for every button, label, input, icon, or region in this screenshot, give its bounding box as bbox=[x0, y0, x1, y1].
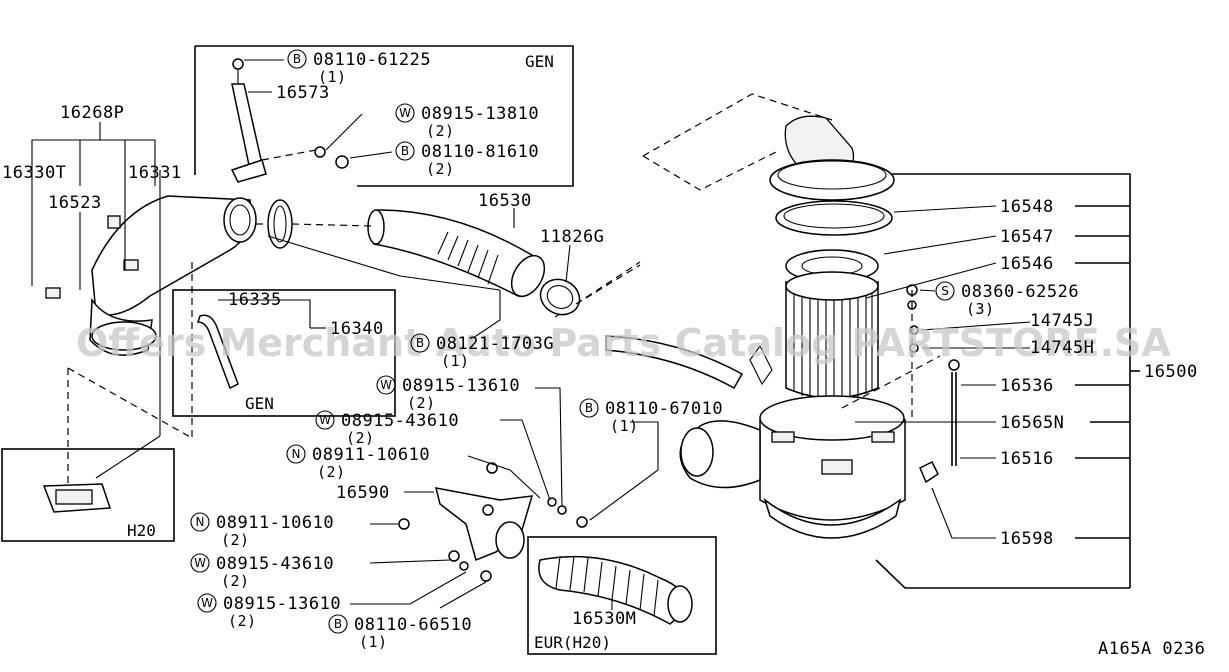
label-16500: 16500 bbox=[1144, 362, 1198, 382]
fastener-qty: (3) bbox=[966, 300, 995, 318]
fastener-number: 08110-81610 bbox=[421, 142, 539, 162]
left-leaders bbox=[31, 122, 571, 341]
eur-h20-box bbox=[527, 536, 717, 655]
fastener-f4: B 08121-1703G (1) bbox=[410, 333, 554, 370]
fastener-number: 08911-10610 bbox=[216, 513, 334, 533]
fastener-prefix: W bbox=[319, 413, 331, 427]
gen-inset-label: GEN bbox=[245, 394, 274, 413]
label-16530M: 16530M bbox=[572, 609, 636, 629]
label-16530: 16530 bbox=[478, 191, 532, 211]
fastener-f3: B 08110-81610 (2) bbox=[395, 141, 539, 178]
fastener-f11: W 08915-13610 (2) bbox=[197, 593, 341, 630]
label-16523: 16523 bbox=[48, 193, 102, 213]
fastener-prefix: W bbox=[399, 106, 411, 120]
fastener-number: 08911-10610 bbox=[312, 445, 430, 465]
fastener-number: 08915-13610 bbox=[402, 376, 520, 396]
fastener-number: 08110-67010 bbox=[605, 399, 723, 419]
label-16335: 16335 bbox=[228, 290, 282, 310]
fastener-f7: N 08911-10610 (2) bbox=[286, 444, 430, 481]
left-ducting bbox=[45, 195, 641, 484]
label-16590: 16590 bbox=[336, 483, 390, 503]
diagram-code: A165A 0236 bbox=[1098, 639, 1205, 659]
fastener-qty: (2) bbox=[407, 394, 436, 412]
label-16340: 16340 bbox=[330, 319, 384, 339]
gen-inset-hose bbox=[196, 299, 326, 390]
label-16573: 16573 bbox=[276, 83, 330, 103]
label-16548: 16548 bbox=[1000, 197, 1054, 217]
fastener-qty: (1) bbox=[359, 633, 388, 651]
fastener-qty: (2) bbox=[228, 612, 257, 630]
h20-part bbox=[42, 170, 161, 513]
fastener-qty: (2) bbox=[426, 122, 455, 140]
label-16565N: 16565N bbox=[1000, 413, 1064, 433]
fastener-number: 08121-1703G bbox=[436, 334, 554, 354]
label-16546: 16546 bbox=[1000, 254, 1054, 274]
assembly-bracket bbox=[875, 173, 1140, 589]
fastener-number: 08360-62526 bbox=[961, 282, 1079, 302]
fastener-prefix: B bbox=[401, 144, 409, 158]
label-11826G: 11826G bbox=[540, 227, 604, 247]
h20-box bbox=[1, 448, 175, 542]
fastener-number: 08915-13610 bbox=[223, 594, 341, 614]
label-14745J: 14745J bbox=[1030, 311, 1094, 331]
label-16331: 16331 bbox=[128, 163, 182, 183]
fastener-number: 08915-43610 bbox=[216, 554, 334, 574]
label-14745H: 14745H bbox=[1030, 338, 1094, 358]
label-16268P: 16268P bbox=[60, 103, 124, 123]
label-16516: 16516 bbox=[1000, 449, 1054, 469]
fastener-f8: B 08110-67010 (1) bbox=[579, 398, 723, 435]
air-cleaner-assembly bbox=[605, 93, 960, 539]
fastener-qty: (2) bbox=[221, 531, 250, 549]
fastener-prefix: W bbox=[194, 556, 206, 570]
fastener-number: 08915-43610 bbox=[341, 411, 459, 431]
gen-bracket bbox=[230, 58, 393, 183]
fastener-qty: (1) bbox=[610, 417, 639, 435]
fastener-prefix: B bbox=[585, 401, 593, 415]
fastener-qty: (1) bbox=[441, 352, 470, 370]
part-labels: 16268P 16330T 16331 16523 16573 16530 11… bbox=[2, 83, 1205, 659]
eur-hose bbox=[538, 555, 693, 625]
label-16330T: 16330T bbox=[2, 163, 66, 183]
fastener-f1: B 08110-61225 (1) bbox=[287, 49, 431, 86]
fastener-f13: S 08360-62526 (3) bbox=[935, 281, 1079, 318]
fastener-qty: (2) bbox=[317, 463, 346, 481]
fastener-f2: W 08915-13810 (2) bbox=[395, 103, 539, 140]
label-16547: 16547 bbox=[1000, 227, 1054, 247]
gen-top-label: GEN bbox=[525, 52, 554, 71]
fastener-f9: N 08911-10610 (2) bbox=[190, 512, 334, 549]
fastener-qty: (2) bbox=[346, 429, 375, 447]
fastener-number: 08915-13810 bbox=[421, 104, 539, 124]
gen-top-box bbox=[194, 45, 574, 187]
watermark: Offers Merchant Auto Parts Catalog PARTS… bbox=[76, 321, 1171, 365]
fastener-qty: (2) bbox=[221, 572, 250, 590]
fastener-prefix: N bbox=[292, 447, 301, 461]
fastener-f5: W 08915-13610 (2) bbox=[376, 375, 520, 412]
h20-label: H20 bbox=[127, 521, 156, 540]
gen-inset-box bbox=[172, 289, 396, 417]
fastener-prefix: B bbox=[293, 52, 301, 66]
fastener-qty: (1) bbox=[318, 68, 347, 86]
label-16598: 16598 bbox=[1000, 529, 1054, 549]
fastener-qty: (2) bbox=[426, 160, 455, 178]
label-16536: 16536 bbox=[1000, 376, 1054, 396]
eur-h20-label: EUR(H20) bbox=[534, 633, 611, 652]
fastener-prefix: N bbox=[196, 515, 205, 529]
fastener-f12: B 08110-66510 (1) bbox=[328, 614, 472, 651]
fastener-prefix: S bbox=[941, 284, 949, 298]
fastener-number: 08110-61225 bbox=[313, 50, 431, 70]
fastener-prefix: B bbox=[416, 336, 424, 350]
fastener-f6: W 08915-43610 (2) bbox=[315, 410, 459, 447]
fastener-prefix: B bbox=[334, 617, 342, 631]
fastener-prefix: W bbox=[201, 596, 213, 610]
fastener-f10: W 08915-43610 (2) bbox=[190, 553, 334, 590]
fastener-prefix: W bbox=[380, 378, 392, 392]
mount-bracket bbox=[350, 387, 659, 609]
fastener-number: 08110-66510 bbox=[354, 615, 472, 635]
